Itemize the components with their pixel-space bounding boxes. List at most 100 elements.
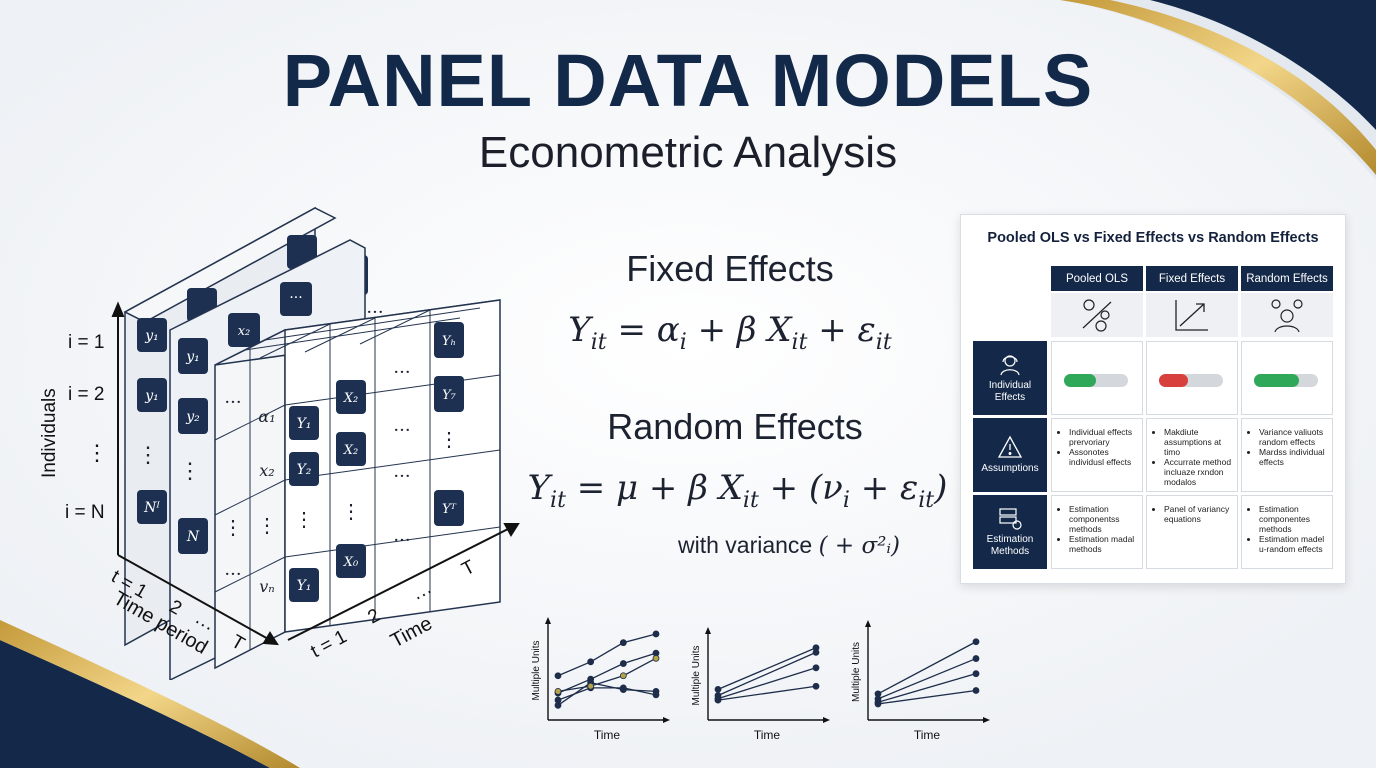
indicator-bar xyxy=(1159,374,1223,387)
middle-top-cell xyxy=(280,282,312,316)
series-line xyxy=(717,685,817,701)
param-dots: ⋮ xyxy=(257,513,277,537)
cube-axes xyxy=(111,301,520,646)
individual-effects-pooled-ols xyxy=(1051,341,1143,415)
series-point xyxy=(554,672,562,680)
person-ideas-icon xyxy=(1271,299,1303,333)
middle-cell-label: N xyxy=(186,529,200,545)
series-point xyxy=(619,672,627,680)
front-cell-last-dots: ⋮ xyxy=(439,427,459,451)
corner-swoosh-navy xyxy=(1150,0,1376,130)
front-cell-y-label: Y₂ xyxy=(297,462,312,478)
variance-prefix: with variance xyxy=(678,532,813,558)
middle-cell-label: y₁ xyxy=(185,349,200,365)
front-dots: ··· xyxy=(393,466,410,487)
top-dots: ··· xyxy=(366,302,383,323)
back-cell xyxy=(137,490,167,524)
series-line xyxy=(717,647,817,690)
front-cell-x-label: X₂ xyxy=(343,443,358,458)
y-axis-arrow xyxy=(705,627,711,634)
corner-gold-stripe xyxy=(1060,0,1376,175)
middle-cell-label: y₂ xyxy=(185,409,200,425)
front-dots: ··· xyxy=(393,420,410,441)
front-cell-x-label: X₀ xyxy=(343,555,359,570)
front-left-dots: ··· xyxy=(224,392,241,413)
front-cell-last xyxy=(434,376,464,412)
cell-bullet: Estimation componentes methods xyxy=(1259,504,1328,534)
column-header-fixed-effects: Fixed Effects xyxy=(1146,266,1238,291)
series-point xyxy=(652,630,660,638)
series-point xyxy=(812,682,820,690)
chart-axes xyxy=(545,617,670,723)
cell-bullet: Individual effects prervoriary xyxy=(1069,427,1138,447)
series-line xyxy=(877,673,977,703)
series-line xyxy=(717,667,817,700)
series-point xyxy=(972,638,980,646)
cell-bullet: Panel of variancy equations xyxy=(1164,504,1233,524)
random-effects-formula: Yit = μ + β Xit + (νi + εit) xyxy=(527,468,948,513)
series-point xyxy=(812,664,820,672)
front-dots: ··· xyxy=(393,530,410,551)
trend-arrow-icon xyxy=(1175,300,1208,331)
fixed-effects-icon-cell xyxy=(1146,293,1238,337)
indicator-bar xyxy=(1254,374,1318,387)
variance-formula: ( + σ²ᵢ) xyxy=(818,533,901,559)
back-cell xyxy=(137,378,167,412)
front-cell-y xyxy=(289,406,319,440)
x-axis-arrow xyxy=(983,717,990,723)
series-point xyxy=(619,639,627,647)
front-cell-x-dots: ⋮ xyxy=(341,499,361,523)
time-tick: t = 1 xyxy=(307,626,350,662)
estimation-random-effects: Estimation componentes methodsEstimation… xyxy=(1241,495,1333,569)
series-point xyxy=(812,648,820,656)
front-cell-x xyxy=(336,380,366,414)
row-header-assumptions: Assumptions xyxy=(973,418,1047,492)
series-line xyxy=(557,633,657,677)
page-title: PANEL DATA MODELS xyxy=(282,39,1094,122)
y-axis-label: Multiple Units xyxy=(691,645,702,705)
y-axis-label: Multiple Units xyxy=(531,640,542,700)
back-cell-label: y₁ xyxy=(144,328,159,344)
variance-note: with variance ( + σ²ᵢ) xyxy=(678,532,900,559)
x-axis-label: Time xyxy=(754,728,781,742)
series-line xyxy=(877,657,977,700)
pooled-ols-icon-cell xyxy=(1051,293,1143,337)
column-header-random-effects: Random Effects xyxy=(1241,266,1333,291)
page-subtitle: Econometric Analysis xyxy=(478,128,898,177)
front-cell-last xyxy=(434,322,464,358)
x-axis-arrow xyxy=(663,717,670,723)
back-cell-label: Nᴵ xyxy=(143,500,160,516)
assumptions-pooled-ols: Individual effects prervoriaryAssonotes … xyxy=(1051,418,1143,492)
middle-top-cell xyxy=(228,313,260,347)
x-axis-arrow xyxy=(823,717,830,723)
middle-cell-dots: ⋮ xyxy=(179,459,201,484)
back-cell-dots: ⋮ xyxy=(137,443,159,468)
series-point xyxy=(714,685,722,693)
indicator-fill xyxy=(1064,374,1096,387)
series-line xyxy=(557,681,657,706)
front-cell-y xyxy=(289,568,319,602)
scatter-nodes-icon xyxy=(1082,299,1112,332)
row-label: i = 2 xyxy=(68,384,104,405)
time-axis-label: Time xyxy=(387,612,436,652)
back-cell xyxy=(137,318,167,352)
series-point xyxy=(587,682,595,690)
series-point xyxy=(619,686,627,694)
front-cell-last-label: Y₇ xyxy=(442,388,457,403)
front-cell-y xyxy=(289,452,319,486)
series-point xyxy=(587,658,595,666)
row-label: i = 1 xyxy=(68,332,104,353)
cell-bullet: Mardss individual effects xyxy=(1259,447,1328,467)
cell-bullet: Estimation madal methods xyxy=(1069,534,1138,554)
cell-bullet: Accurrate method incluaze rxndon modalos xyxy=(1164,457,1233,487)
front-cell-x xyxy=(336,544,366,578)
indicator-fill xyxy=(1159,374,1188,387)
cell-bullet: Estimation componentss methods xyxy=(1069,504,1138,534)
front-cell-y-dots: ⋮ xyxy=(294,507,314,531)
series-point xyxy=(554,701,562,709)
random-effects-heading: Random Effects xyxy=(607,406,863,447)
row-label: i = N xyxy=(65,502,105,523)
middle-cell xyxy=(178,398,208,434)
